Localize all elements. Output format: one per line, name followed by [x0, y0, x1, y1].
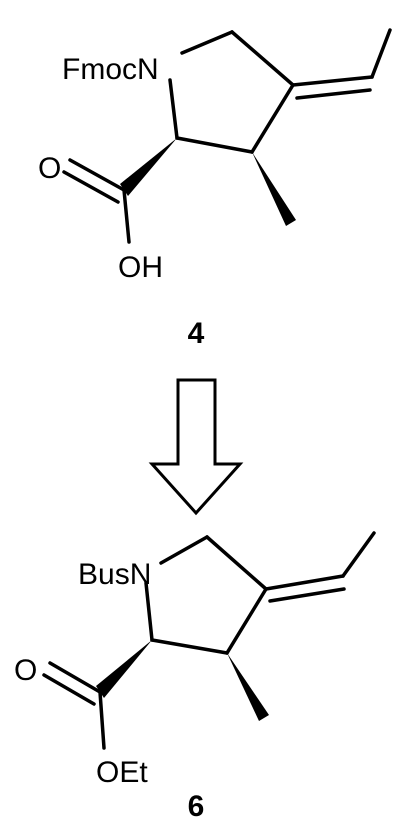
bond-c-o-double-a-6: [48, 661, 102, 694]
carbonyl-o-label-4: O: [38, 152, 61, 185]
compound-4-structure: [62, 28, 392, 244]
wedge-c3-methyl: [252, 152, 296, 226]
bond-ch2-c4-6: [205, 535, 268, 591]
carbonyl-o-label-6: O: [14, 654, 37, 687]
bond-c3-c2-6: [150, 638, 229, 655]
bond-c3-c2: [175, 136, 254, 154]
bond-ch-ch3: [370, 28, 392, 79]
bond-c-o-double-b: [62, 170, 120, 204]
bond-ch-ch3-6: [341, 531, 376, 578]
bus-n-label: BusN: [78, 558, 151, 591]
bond-n-ch2: [180, 30, 234, 55]
wedge-c2-ester: [96, 640, 152, 698]
bond-c4-ch-double-a: [291, 75, 374, 87]
wedge-c2-carboxyl: [120, 138, 177, 196]
bond-c4-ch-double-b: [295, 88, 372, 100]
bond-n-ch2-6: [159, 535, 209, 565]
wedge-c3-methyl-6: [227, 653, 269, 721]
bond-c-o-double-b-6: [42, 673, 96, 706]
bond-ch2-c4: [230, 30, 295, 87]
fmoc-n-label: FmocN: [62, 53, 159, 86]
bond-c4-c3-6: [225, 587, 268, 655]
bond-c2-n-6: [144, 581, 154, 642]
compound-label-6: 6: [188, 790, 205, 822]
compound-6-structure: [42, 531, 376, 750]
bond-c4-ch-double-b-6: [268, 587, 346, 603]
bond-c4-c3: [250, 83, 295, 154]
oet-label: OEt: [96, 756, 148, 789]
oh-label: OH: [118, 251, 163, 284]
bond-c-oet: [98, 690, 106, 750]
bond-c2-n: [168, 78, 179, 140]
bond-c4-ch-double-a-6: [264, 574, 345, 591]
reaction-arrow: [148, 378, 244, 516]
bond-c-o-double-a: [68, 158, 126, 192]
bond-c-oh: [122, 188, 131, 244]
compound-label-4: 4: [188, 317, 205, 350]
